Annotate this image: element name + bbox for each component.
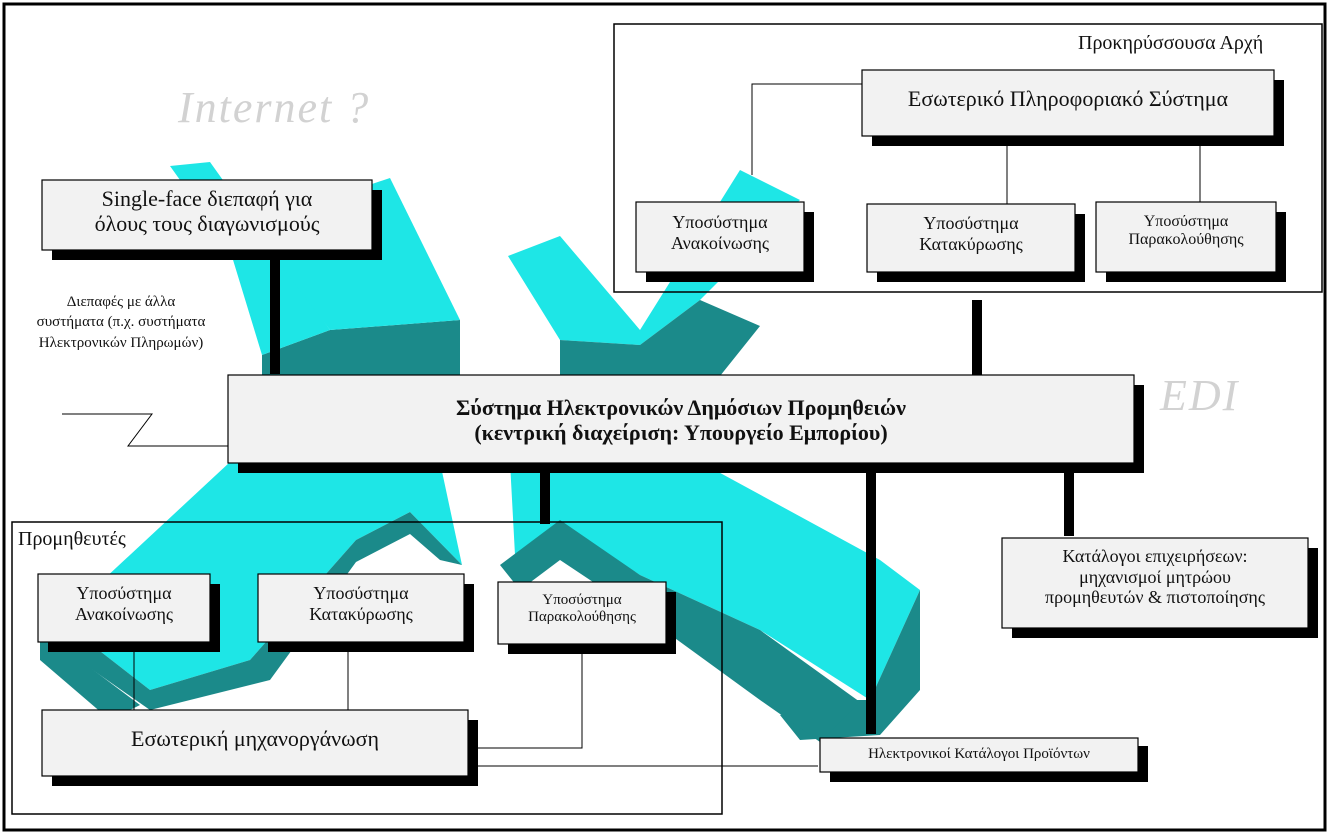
- other-systems-note-line3: Ηλεκτρονικών Πληρωμών): [38, 334, 204, 351]
- sup-announce-label: Υποσύστημα Ανακοίνωσης: [38, 583, 210, 624]
- auth-award-label: Υποσύστημα Κατακύρωσης: [867, 213, 1075, 254]
- connector-is-announce: [751, 83, 862, 175]
- other-systems-note-line1: Διεπαφές με άλλα: [66, 294, 176, 310]
- single-face-line2: όλους τους διαγωνισμούς: [94, 211, 320, 237]
- internet-watermark: Internet ?: [178, 83, 371, 132]
- arrow-bottom-left-lower: [40, 630, 140, 720]
- sup-monitor-label: Υποσύστημα Παρακολούθησης: [498, 592, 666, 627]
- auth-award-box: [866, 203, 1076, 273]
- arrow-bottom-right-side2: [500, 520, 860, 742]
- central-line2: (κεντρική διαχείριση: Υπουργείο Εμπορίου…: [474, 420, 888, 446]
- sup-announce-line2: Ανακοίνωσης: [75, 603, 173, 624]
- auth-announce-box: [635, 201, 805, 273]
- sup-monitor-line1: Υποσύστημα: [542, 592, 622, 608]
- thick-link-central-products: [866, 462, 876, 734]
- box-faces: [37, 69, 1309, 777]
- sup-award-line2: Κατακύρωσης: [309, 603, 413, 624]
- authority-group-title: Προκηρύσσουσα Αρχή: [1078, 32, 1264, 54]
- thick-link-central-suppliers: [540, 462, 550, 524]
- other-systems-note-line2: συστήματα (π.χ. συστήματα: [36, 314, 206, 331]
- thick-link-authority-central: [972, 300, 982, 375]
- sup-award-line1: Υποσύστημα: [313, 583, 409, 603]
- arrow-bottom-right-side: [780, 560, 920, 740]
- connector-sup-monitor: [460, 652, 583, 749]
- product-catalogs-box: [819, 737, 1139, 773]
- thick-link-singleface-central: [270, 250, 280, 374]
- central-system-box: [227, 374, 1135, 464]
- internal-mech-box: [41, 709, 469, 777]
- single-face-box: [41, 179, 373, 251]
- auth-monitor-label: Υποσύστημα Παρακολούθησης: [1096, 213, 1276, 250]
- single-face-label: Single-face διεπαφή για όλους τους διαγω…: [42, 186, 372, 237]
- business-catalogs-label: Κατάλογοι επιχειρήσεων: μηχανισμοί μητρώ…: [1002, 546, 1308, 608]
- arrow-bottom-left-side: [50, 512, 462, 710]
- auth-announce-line1: Υποσύστημα: [672, 212, 768, 232]
- business-catalogs-line3: προμηθευτών & πιστοποίησης: [1045, 587, 1265, 608]
- sup-award-label: Υποσύστημα Κατακύρωσης: [258, 583, 464, 624]
- auth-monitor-line1: Υποσύστημα: [1143, 213, 1229, 230]
- other-systems-note: Διεπαφές με άλλα συστήματα (π.χ. συστήμα…: [6, 292, 236, 353]
- auth-award-line2: Κατακύρωσης: [919, 233, 1023, 254]
- product-catalogs-label: Ηλεκτρονικοί Κατάλογοι Προϊόντων: [868, 746, 1090, 762]
- sup-monitor-box: [497, 581, 667, 645]
- edi-watermark: EDI: [1160, 371, 1240, 420]
- auth-monitor-box: [1095, 201, 1277, 273]
- auth-announce-label: Υποσύστημα Ανακοίνωσης: [636, 212, 804, 253]
- central-line1: Σύστημα Ηλεκτρονικών Δημόσιων Προμηθειών: [456, 395, 906, 420]
- suppliers-group-frame: [11, 521, 723, 815]
- single-face-line1: Single-face διεπαφή για: [101, 186, 313, 211]
- auth-monitor-line2: Παρακολούθησης: [1128, 231, 1244, 249]
- sup-announce-line1: Υποσύστημα: [76, 583, 172, 603]
- arrow-top-left-side: [262, 320, 460, 376]
- suppliers-group-title: Προμηθευτές: [18, 528, 126, 550]
- internal-is-box: [861, 69, 1275, 137]
- connector-other-systems: [62, 413, 228, 447]
- internal-is-label: Εσωτερικό Πληροφοριακό Σύστημα: [907, 86, 1229, 111]
- business-catalogs-line2: μηχανισμοί μητρώου: [1079, 566, 1231, 587]
- arrow-top-right-side: [560, 300, 760, 376]
- authority-group-frame: [613, 23, 1323, 293]
- central-system-label: Σύστημα Ηλεκτρονικών Δημόσιων Προμηθειών…: [228, 395, 1134, 446]
- sup-monitor-line2: Παρακολούθησης: [528, 609, 636, 626]
- auth-announce-line2: Ανακοίνωσης: [671, 232, 769, 253]
- internal-mech-label: Εσωτερική μηχανοργάνωση: [131, 726, 379, 751]
- business-catalogs-line1: Κατάλογοι επιχειρήσεων:: [1062, 546, 1248, 566]
- business-catalogs-box: [1001, 537, 1309, 629]
- auth-award-line1: Υποσύστημα: [923, 213, 1019, 233]
- sup-announce-box: [37, 573, 211, 643]
- sup-award-box: [257, 573, 465, 643]
- thick-link-central-businesses: [1064, 462, 1074, 536]
